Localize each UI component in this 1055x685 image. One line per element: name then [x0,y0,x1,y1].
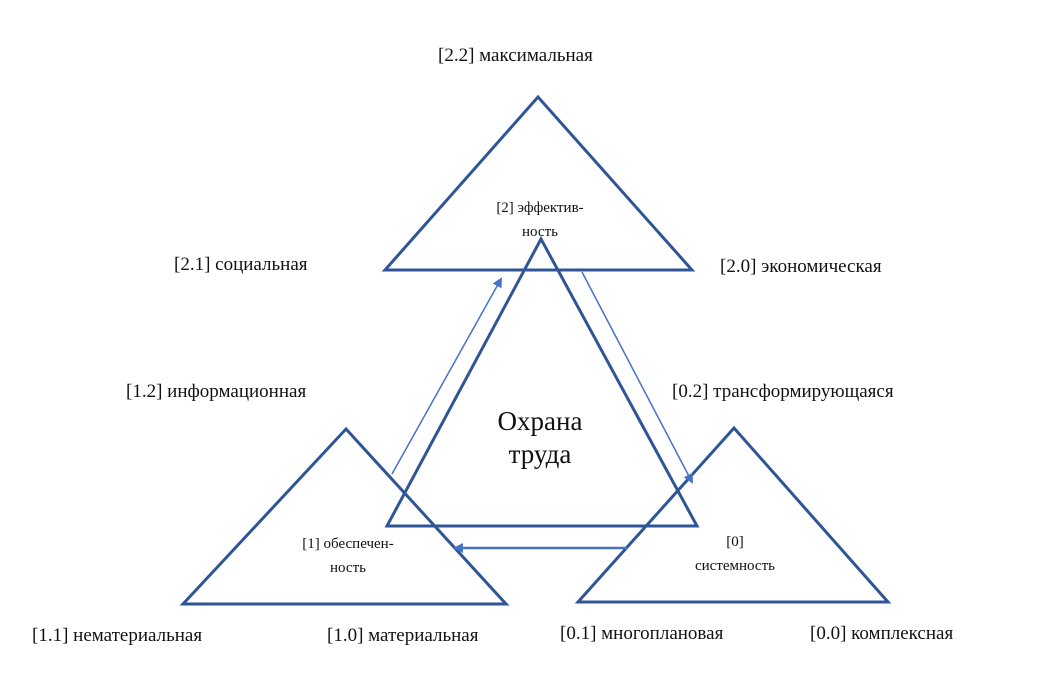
triangle-provision [179,426,510,606]
node-effectiveness-line2: ность [522,224,558,240]
node-effectiveness: [2] эффектив- ность [460,196,620,244]
label-1-1: [1.1] нематериальная [32,625,203,646]
node-systemness-line2: системность [694,558,775,574]
label-1-2: [1.2] информационная [126,381,307,402]
triangle-center [384,235,700,528]
center-label: Охрана труда [470,405,610,471]
arrow-provision-to-effectiveness [391,277,502,475]
label-0-0: [0.0] комплексная [810,623,954,644]
triangle-systemness [574,425,892,604]
node-systemness-line1: [0] [726,534,744,550]
node-provision: [1] обеспечен- ность [268,532,428,580]
label-2-1: [2.1] социальная [174,254,308,275]
center-label-line1: Охрана [497,406,583,436]
node-provision-line1: [1] обеспечен- [302,536,394,552]
node-systemness: [0] системность [655,530,815,578]
node-effectiveness-line1: [2] эффектив- [496,200,584,216]
label-2-0: [2.0] экономическая [720,256,882,277]
node-provision-line2: ность [330,560,366,576]
arrow-effectiveness-to-systemness [581,271,693,484]
label-2-2: [2.2] максимальная [438,45,593,66]
center-label-line2: труда [508,439,572,469]
label-1-0: [1.0] материальная [327,625,479,646]
label-0-2: [0.2] трансформирующаяся [672,381,894,402]
triangle-effectiveness [381,94,696,272]
label-0-1: [0.1] многоплановая [560,623,724,644]
